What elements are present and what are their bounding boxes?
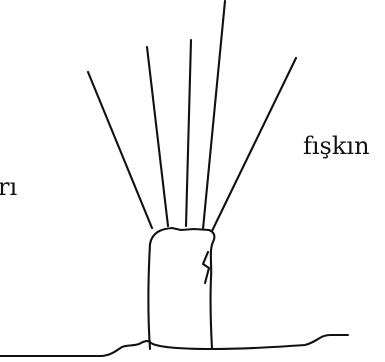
sprout-shoot-1 bbox=[88, 72, 152, 228]
sprout-shoot-2 bbox=[147, 47, 168, 226]
label-left: rı bbox=[0, 175, 17, 199]
label-right: fışkın bbox=[303, 134, 370, 158]
sprout-shoot-4 bbox=[203, 1, 225, 229]
ground-line bbox=[0, 335, 348, 356]
sprout-shoot-3 bbox=[186, 40, 191, 226]
sprout-shoot-5 bbox=[212, 58, 296, 231]
stump-outline bbox=[149, 228, 215, 349]
stump-crack bbox=[203, 252, 209, 283]
sprout-shoots bbox=[88, 1, 296, 231]
